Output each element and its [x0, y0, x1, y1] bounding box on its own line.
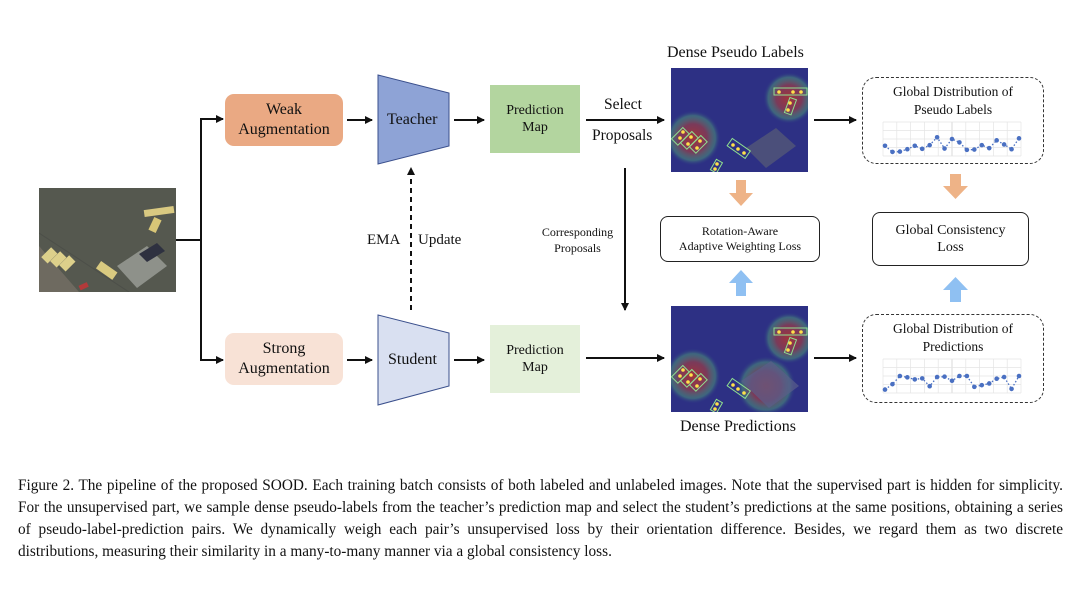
- corresponding-proposals-label: Corresponding Proposals: [530, 225, 625, 256]
- strong-aug-line2: Augmentation: [238, 360, 330, 377]
- dense-pseudo-labels-image: [671, 68, 808, 172]
- blue-arrow-to-rotation-loss: [729, 270, 753, 296]
- figure-caption: Figure 2. The pipeline of the proposed S…: [18, 477, 1063, 560]
- data-point: [1009, 386, 1014, 392]
- data-point: [890, 149, 895, 155]
- data-point: [882, 143, 888, 149]
- pseudo-labels-distribution-chart: [882, 121, 1022, 157]
- data-point: [919, 376, 925, 381]
- data-point: [994, 138, 999, 143]
- weak-aug-line1: Weak: [265, 101, 302, 118]
- dist-pred-line2: Predictions: [922, 338, 984, 354]
- data-point: [979, 382, 985, 388]
- data-point: [1016, 136, 1022, 141]
- dist-pseudo-line1: Global Distribution of: [893, 84, 1013, 99]
- blue-arrow-to-global-loss: [943, 277, 968, 302]
- data-point: [994, 376, 999, 382]
- data-point: [972, 147, 977, 152]
- data-point: [949, 378, 955, 384]
- data-point: [986, 145, 992, 151]
- update-label: Update: [418, 232, 462, 248]
- data-point: [897, 373, 903, 379]
- data-point: [957, 373, 962, 379]
- data-point: [957, 140, 962, 145]
- dist-pseudo-line2: Pseudo Labels: [913, 101, 993, 117]
- data-point: [979, 142, 985, 148]
- data-point: [882, 387, 888, 392]
- strong-aug-line1: Strong: [262, 340, 306, 357]
- gc-loss-line2: Loss: [937, 240, 964, 255]
- pred-map-bot-line2: Map: [522, 360, 548, 375]
- data-point: [927, 383, 932, 389]
- data-point: [942, 146, 947, 151]
- data-point: [912, 377, 918, 382]
- teacher-label: Teacher: [387, 111, 438, 128]
- predictions-distribution-chart: [882, 358, 1022, 394]
- orange-arrow-to-rotation-loss: [729, 180, 753, 206]
- data-point: [934, 374, 940, 380]
- pred-map-top-line1: Prediction: [506, 102, 564, 118]
- data-point: [942, 374, 947, 379]
- corresponding-line2: Proposals: [554, 240, 601, 255]
- data-point: [949, 136, 955, 142]
- data-point: [1009, 146, 1014, 152]
- dense-predictions-title: Dense Predictions: [680, 418, 796, 435]
- data-point: [934, 135, 940, 140]
- global-distribution-predictions: Global Distribution of Predictions: [862, 314, 1044, 403]
- data-point: [919, 146, 925, 152]
- data-point: [964, 147, 970, 153]
- data-point: [890, 381, 895, 387]
- data-point: [1016, 373, 1022, 379]
- data-point: [897, 149, 903, 154]
- student-label: Student: [388, 351, 437, 368]
- rot-loss-line2: Adaptive Weighting Loss: [678, 239, 802, 253]
- proposals-label: Proposals: [592, 127, 653, 144]
- data-point: [972, 384, 977, 390]
- dist-pred-line1: Global Distribution of: [893, 321, 1013, 336]
- data-point: [986, 381, 992, 386]
- dense-predictions-image: [671, 306, 808, 412]
- corresponding-line1: Corresponding: [541, 225, 614, 239]
- dense-pseudo-labels-title: Dense Pseudo Labels: [667, 44, 804, 61]
- student-network: [377, 314, 450, 406]
- data-point: [1001, 142, 1007, 147]
- data-point: [905, 146, 910, 152]
- pred-map-top-line2: Map: [522, 120, 548, 135]
- data-point: [905, 375, 910, 380]
- data-point: [927, 142, 932, 148]
- data-point: [1001, 374, 1007, 380]
- connectors: [176, 74, 968, 406]
- rot-loss-line1: Rotation-Aware: [701, 224, 779, 238]
- ema-label: EMA: [367, 232, 401, 248]
- data-point: [912, 143, 918, 149]
- data-point: [964, 373, 970, 379]
- gc-loss-line1: Global Consistency: [895, 222, 1006, 238]
- weak-aug-line2: Augmentation: [238, 121, 330, 138]
- global-distribution-pseudo-labels: Global Distribution of Pseudo Labels: [862, 77, 1044, 164]
- pred-map-bot-line1: Prediction: [506, 342, 564, 358]
- select-label: Select: [604, 96, 642, 113]
- teacher-network: [377, 74, 450, 165]
- input-aerial-image: [39, 188, 176, 292]
- orange-arrow-to-global-loss: [943, 174, 968, 199]
